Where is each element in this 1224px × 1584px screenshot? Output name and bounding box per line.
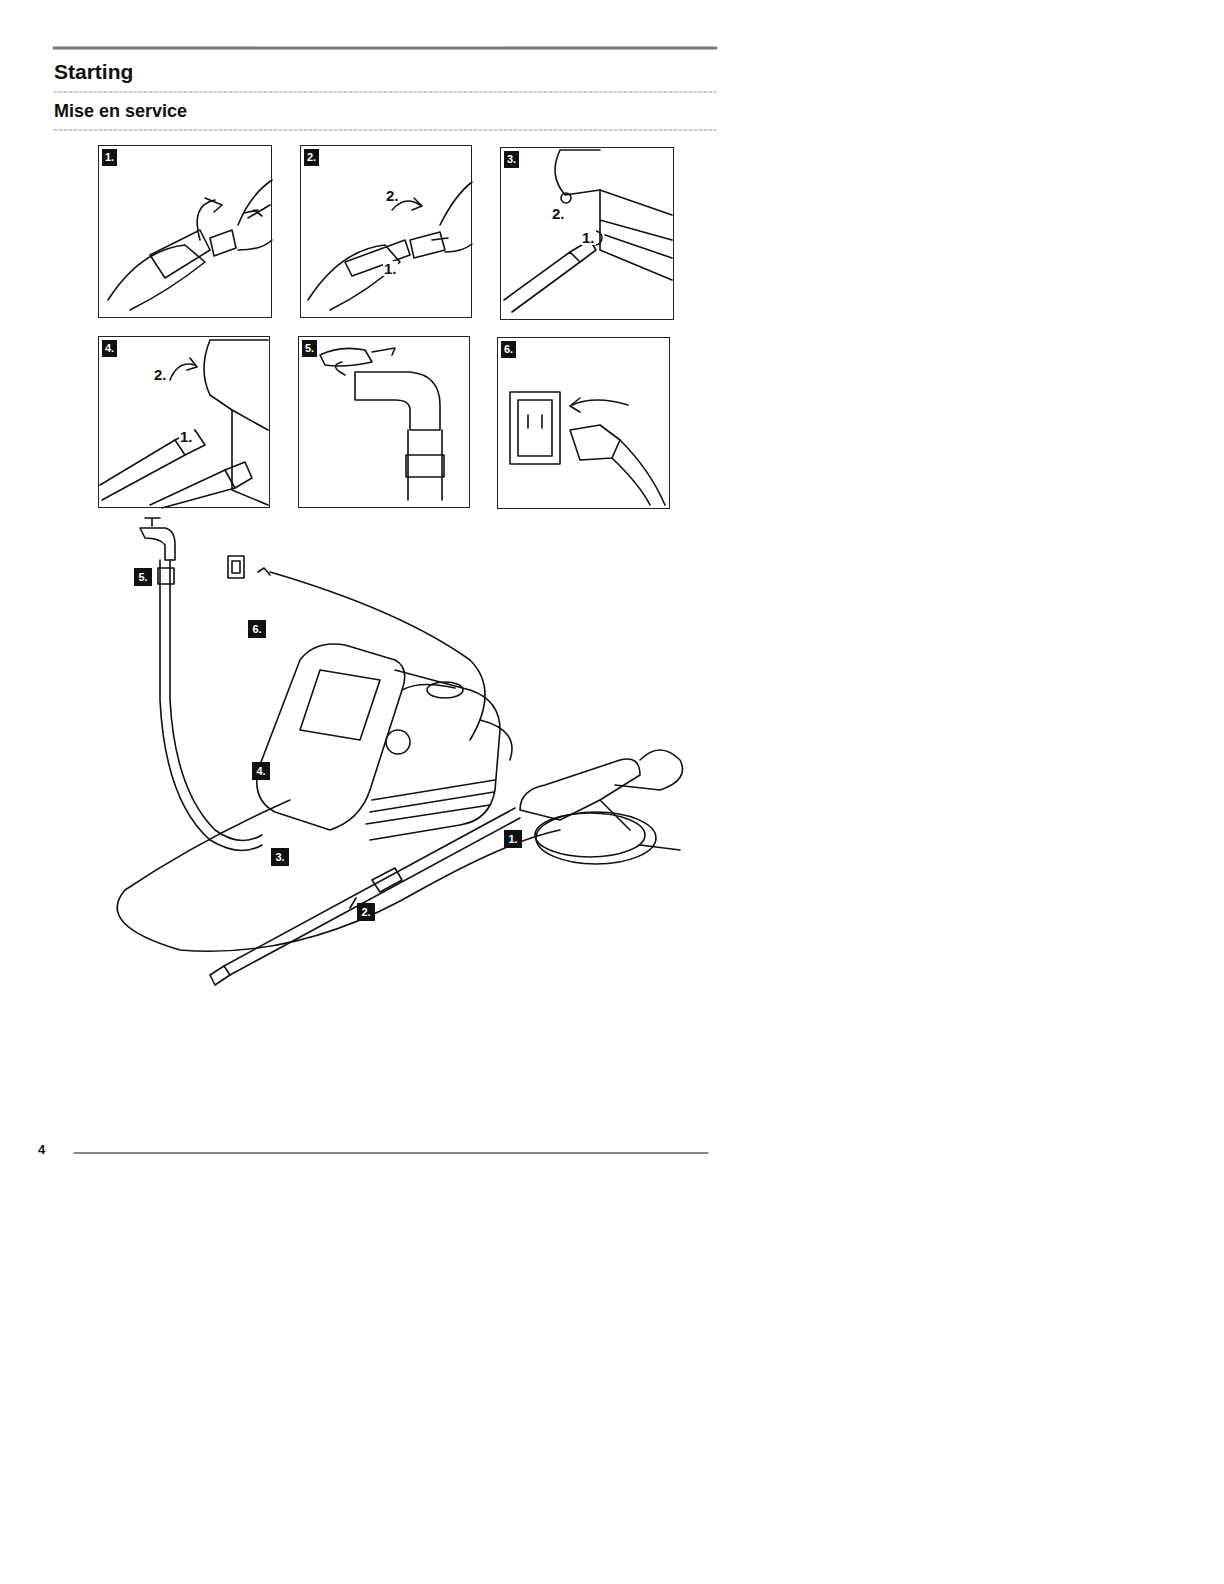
step-number: 1. bbox=[102, 149, 117, 166]
sub-step-number: 2. bbox=[551, 206, 566, 221]
callout-number: 6. bbox=[252, 623, 261, 635]
callout-badge: 6. bbox=[248, 620, 266, 638]
step-number: 6. bbox=[501, 341, 516, 358]
callout-number: 1. bbox=[508, 833, 517, 845]
callout-badge: 4. bbox=[252, 762, 270, 780]
callout-number: 4. bbox=[256, 765, 265, 777]
callout-badge: 1. bbox=[504, 830, 522, 848]
step-number: 5. bbox=[302, 340, 317, 357]
step-panel: 3. 2. 1. bbox=[500, 147, 674, 320]
section-heading: Mise en service bbox=[54, 101, 187, 122]
step-number: 2. bbox=[304, 149, 319, 166]
step-panel: 5. bbox=[298, 336, 470, 508]
step-panel: 4. 2. 1. bbox=[98, 336, 270, 508]
step-number: 3. bbox=[504, 151, 519, 168]
page-number: 4 bbox=[38, 1142, 45, 1157]
sub-step-number: 1. bbox=[179, 429, 194, 444]
step-panel: 1. bbox=[98, 145, 272, 318]
callout-number: 2. bbox=[361, 906, 370, 918]
callout-number: 3. bbox=[275, 851, 284, 863]
callout-number: 5. bbox=[138, 571, 147, 583]
callout-badge: 3. bbox=[271, 848, 289, 866]
sub-step-number: 1. bbox=[581, 230, 596, 245]
sub-step-number: 2. bbox=[385, 188, 400, 203]
callout-badge: 5. bbox=[134, 568, 152, 586]
step-panel: 2. 2. 1. bbox=[300, 145, 472, 318]
sub-step-number: 2. bbox=[153, 367, 168, 382]
sub-step-number: 1. bbox=[383, 261, 398, 276]
step-number: 4. bbox=[102, 340, 117, 357]
page-title: Starting bbox=[54, 60, 133, 84]
step-panel: 6. bbox=[497, 337, 670, 509]
callout-badge: 2. bbox=[357, 903, 375, 921]
